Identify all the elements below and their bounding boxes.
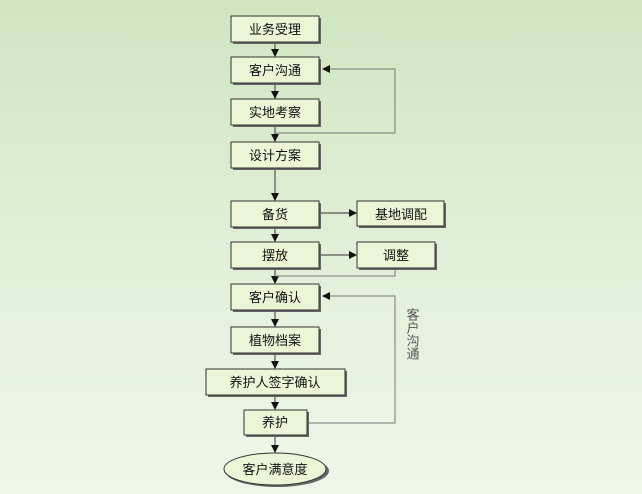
node-business-acceptance: 业务受理 [230, 15, 321, 44]
node-label: 实地考察 [249, 106, 301, 121]
node-placement: 摆放 [230, 241, 321, 270]
node-site-survey: 实地考察 [230, 98, 321, 127]
node-customer-satisfaction: 客户满意度 [223, 452, 329, 487]
node-adjustment: 调整 [356, 241, 437, 270]
node-plant-records: 植物档案 [230, 326, 321, 355]
loop-label: 客户沟通 [404, 307, 420, 360]
node-customer-communication: 客户沟通 [230, 56, 321, 85]
node-label: 客户满意度 [242, 462, 307, 478]
node-maintenance: 养护 [243, 409, 309, 437]
node-stock-prep: 备货 [230, 200, 321, 229]
node-label: 业务受理 [249, 22, 301, 38]
node-label: 基地调配 [375, 208, 427, 223]
node-label: 客户确认 [249, 290, 301, 306]
feedback-lines [275, 65, 396, 424]
node-label: 客户沟通 [249, 63, 301, 79]
node-design-plan: 设计方案 [230, 141, 321, 170]
node-base-allocation: 基地调配 [356, 200, 446, 228]
node-label: 植物档案 [249, 334, 301, 349]
node-caretaker-signoff: 养护人签字确认 [205, 368, 347, 397]
node-customer-confirmation: 客户确认 [230, 283, 321, 312]
node-label: 备货 [262, 207, 288, 223]
node-label: 调整 [383, 249, 409, 264]
node-label: 设计方案 [249, 148, 301, 164]
node-label: 养护人签字确认 [229, 375, 320, 391]
node-label: 养护 [262, 415, 288, 431]
node-label: 摆放 [262, 249, 288, 264]
